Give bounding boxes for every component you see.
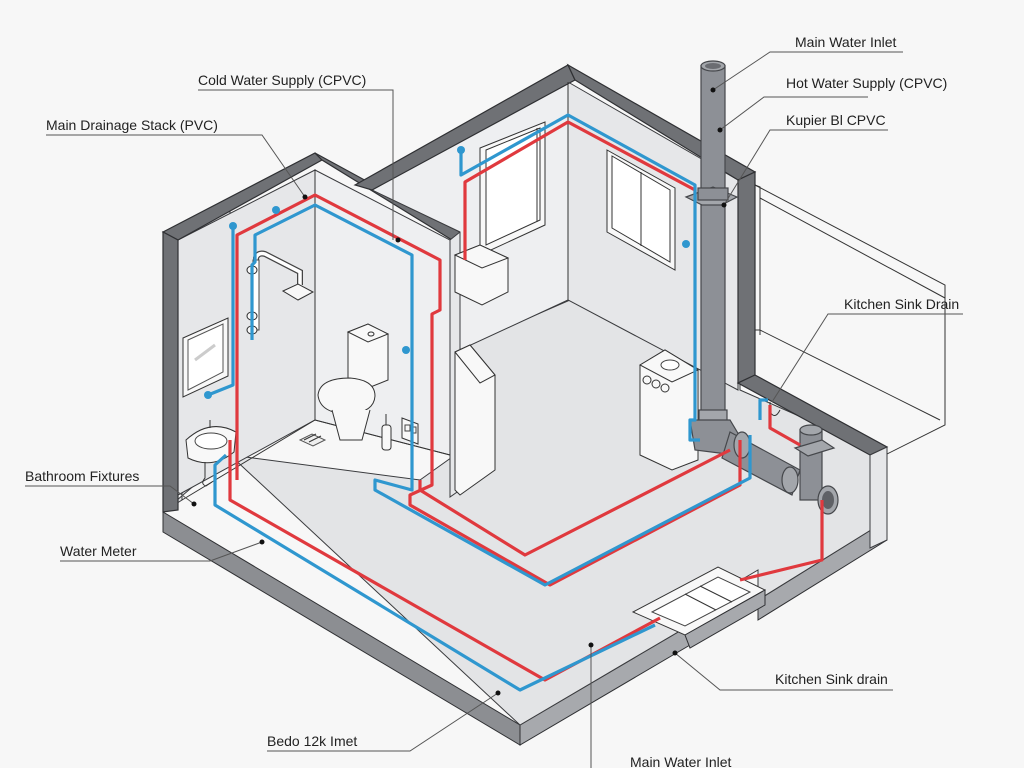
hot-pipe-inner [418, 448, 731, 557]
cold-valve-2 [272, 206, 280, 214]
cold-valve-6 [204, 391, 212, 399]
cold-pipe-mirror-feed [207, 226, 235, 397]
shower-head [281, 283, 315, 301]
hot-pipe-kitchen [739, 405, 824, 582]
hot-pipe-bathroom-loop [235, 193, 742, 587]
kitchen-back-wall-end [869, 446, 888, 549]
label-water-meter: Water Meter [60, 543, 137, 559]
cold-valve-4 [402, 346, 410, 354]
leader-lines [25, 51, 963, 768]
toilet [317, 323, 390, 441]
cold-valve-3 [457, 146, 465, 154]
kitchen-sink-unit [638, 349, 700, 471]
label-bedo-inlet: Bedo 12k Imet [267, 733, 357, 749]
cold-pipe-main-run [213, 453, 656, 692]
callout-labels: Cold Water Supply (CPVC) Main Drainage S… [25, 34, 959, 768]
drain-pit [631, 566, 767, 649]
label-main-drainage-stack: Main Drainage Stack (PVC) [46, 117, 218, 133]
window-right [606, 149, 676, 271]
fixtures [182, 244, 767, 649]
vanity-cabinet [454, 344, 496, 496]
kitchen-divider-wall [737, 171, 756, 384]
label-main-water-inlet-top: Main Water Inlet [795, 34, 897, 50]
stack-lower [700, 204, 726, 426]
water-heater [453, 244, 510, 306]
label-main-water-inlet-bottom: Main Water Inlet [630, 754, 732, 768]
toilet-brush [381, 414, 392, 451]
cold-pipe-main-room [459, 113, 700, 442]
cold-valve-5 [682, 240, 690, 248]
cold-pipe-bathroom-loop [250, 203, 752, 587]
cold-valve-1 [229, 222, 237, 230]
cold-pipe-kitchen [758, 398, 768, 420]
label-kitchen-sink-drain-lower: Kitchen Sink drain [775, 671, 888, 687]
floor-drain [298, 433, 327, 447]
cold-water-pipes [204, 113, 768, 692]
wash-basin [185, 420, 237, 487]
label-cold-water-supply: Cold Water Supply (CPVC) [198, 72, 366, 88]
label-kitchen-sink-drain-upper: Kitchen Sink Drain [844, 296, 959, 312]
label-bathroom-fixtures: Bathroom Fixtures [25, 468, 139, 484]
bathroom-wall-thickness [162, 231, 179, 513]
label-kupler-cpvc: Kupier Bl CPVC [786, 112, 886, 128]
bathroom-walls [161, 152, 461, 513]
mirror [182, 317, 229, 398]
label-hot-water-supply: Hot Water Supply (CPVC) [786, 75, 947, 91]
